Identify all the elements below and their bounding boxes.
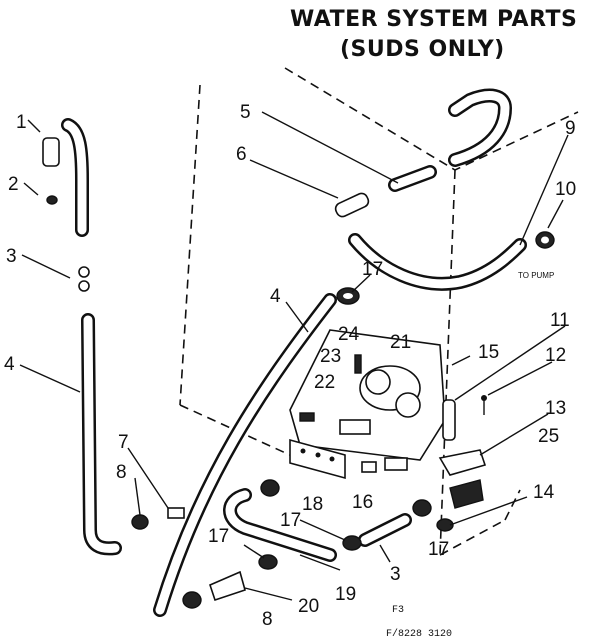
callout-23: 23 bbox=[320, 346, 341, 367]
clamp-part-17-mid bbox=[342, 535, 362, 551]
callout-1: 1 bbox=[16, 112, 27, 133]
screw-part-7 bbox=[167, 507, 185, 519]
screw-part-22 bbox=[299, 412, 315, 422]
callout-8-lower: 8 bbox=[262, 609, 273, 630]
leader-lines bbox=[19, 111, 569, 601]
small-parts bbox=[299, 412, 408, 473]
callout-9: 9 bbox=[565, 118, 576, 139]
callout-17-upper: 17 bbox=[362, 259, 383, 280]
clamp-part-8-lower bbox=[182, 591, 202, 609]
callout-13: 13 bbox=[545, 398, 566, 419]
right-parts bbox=[436, 395, 487, 532]
callout-5: 5 bbox=[240, 102, 251, 123]
callout-14: 14 bbox=[533, 482, 555, 503]
fitting-part-1 bbox=[42, 137, 60, 167]
clamp-part-17-upper bbox=[336, 287, 360, 305]
callout-3-left: 3 bbox=[6, 246, 17, 267]
coupling-part-20 bbox=[209, 570, 246, 602]
to-pump-label: TO PUMP bbox=[518, 271, 554, 280]
diagram-title: WATER SYSTEM PARTS bbox=[290, 7, 577, 32]
water-valve-assembly bbox=[289, 329, 446, 461]
callout-11: 11 bbox=[550, 310, 570, 331]
long-hose-part-4 bbox=[153, 293, 337, 617]
screw-part-24 bbox=[354, 354, 362, 374]
bracket-part-18 bbox=[289, 438, 346, 480]
callout-16: 16 bbox=[352, 492, 373, 513]
lower-hoses bbox=[223, 479, 432, 562]
part-13 bbox=[438, 449, 487, 476]
bottom-left-parts bbox=[131, 507, 278, 609]
part-25 bbox=[449, 479, 484, 509]
diagram-subtitle: (SUDS ONLY) bbox=[340, 37, 505, 62]
clamp-part-10 bbox=[535, 231, 555, 249]
callout-25: 25 bbox=[538, 426, 559, 447]
clamp-part-upper-19 bbox=[260, 479, 280, 497]
fill-hose-part-9 bbox=[348, 233, 527, 291]
callout-12: 12 bbox=[545, 345, 566, 366]
callout-10: 10 bbox=[555, 179, 576, 200]
callout-24: 24 bbox=[338, 324, 360, 345]
callout-15: 15 bbox=[478, 342, 499, 363]
callout-8-upper: 8 bbox=[116, 462, 127, 483]
callout-17-right: 17 bbox=[428, 539, 449, 560]
callout-17-lower: 17 bbox=[208, 526, 229, 547]
clamp-part-17-valve bbox=[412, 499, 432, 517]
callout-6: 6 bbox=[236, 144, 247, 165]
callout-3-center: 3 bbox=[390, 564, 401, 585]
callout-7: 7 bbox=[118, 432, 129, 453]
figure-label: F3 bbox=[392, 605, 404, 616]
callout-22: 22 bbox=[314, 372, 335, 393]
callout-20: 20 bbox=[298, 596, 319, 617]
clamp-part-8-upper bbox=[131, 514, 149, 530]
left-parts-column bbox=[42, 118, 122, 556]
callout-17-mid: 17 bbox=[280, 510, 301, 531]
clamp-part-3 bbox=[78, 266, 90, 278]
top-hose-part-5 bbox=[388, 88, 513, 192]
callout-21: 21 bbox=[390, 332, 411, 353]
callout-4-left: 4 bbox=[4, 354, 15, 375]
part-11 bbox=[442, 399, 456, 441]
nozzle-part-6 bbox=[334, 192, 370, 218]
washer-part-2 bbox=[46, 195, 58, 205]
part-23 bbox=[339, 419, 371, 435]
figure-code: F/8228 3120 bbox=[386, 628, 452, 640]
cabinet-outline bbox=[179, 67, 579, 556]
screw-part-16 bbox=[361, 461, 377, 473]
clamp-part-17-right bbox=[436, 518, 454, 532]
callout-18: 18 bbox=[302, 494, 323, 515]
callout-numbers: 1 2 3 4 5 6 7 8 9 10 TO PUMP 17 4 11 12 … bbox=[4, 102, 576, 630]
callout-2: 2 bbox=[8, 174, 19, 195]
callout-19: 19 bbox=[335, 584, 356, 605]
callout-4-center: 4 bbox=[270, 286, 281, 307]
